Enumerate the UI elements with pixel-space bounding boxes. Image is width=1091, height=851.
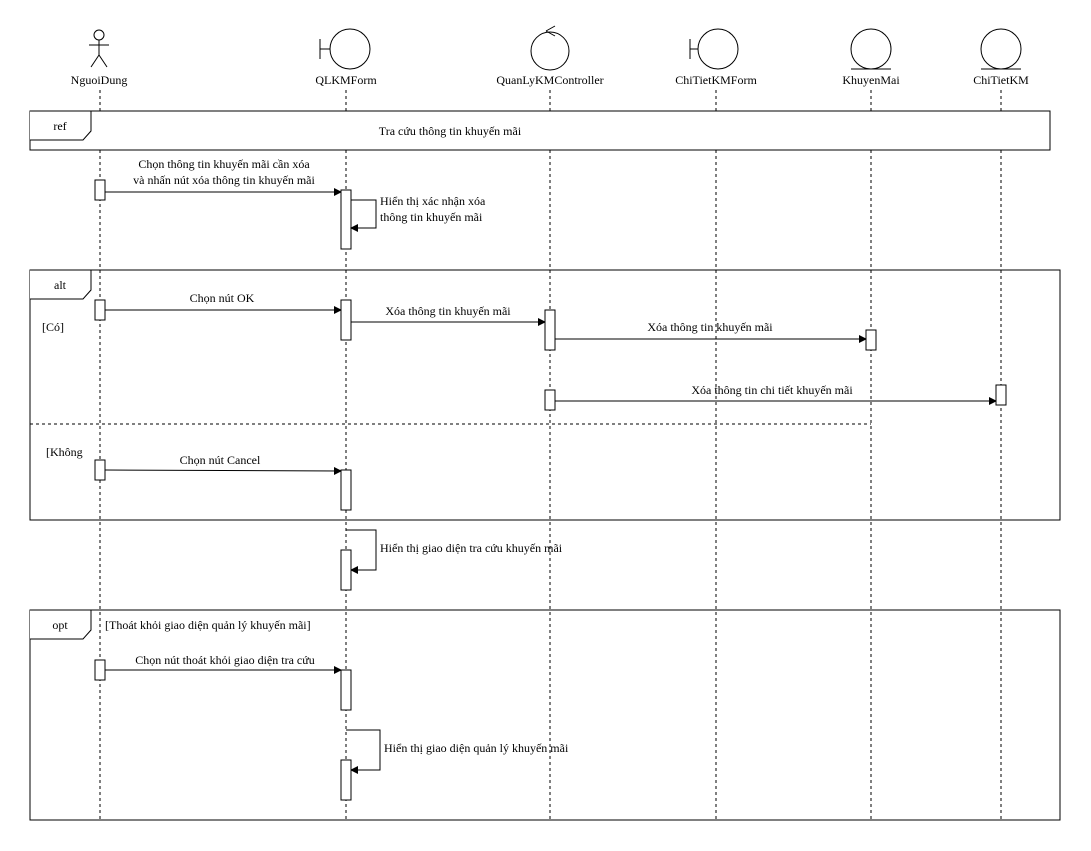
- ref-frame-text: Tra cứu thông tin khuyến mãi: [379, 124, 522, 138]
- participant-label: QuanLyKMController: [496, 73, 603, 87]
- participant-qlkmform: QLKMForm: [315, 28, 377, 87]
- message-label: thông tin khuyến mãi: [380, 210, 483, 224]
- opt-frame: opt [Thoát khỏi giao diện quản lý khuyến…: [29, 609, 1061, 821]
- message-label: Xóa thông tin khuyến mãi: [385, 304, 511, 318]
- message-label: Hiển thị xác nhận xóa: [380, 194, 486, 208]
- participant-label: KhuyenMai: [842, 73, 900, 87]
- boundary-icon: [319, 28, 371, 70]
- alt-guard-yes: [Có]: [42, 320, 64, 334]
- message-label: Hiển thị giao diện quản lý khuyến mãi: [384, 741, 569, 755]
- entity-icon: [980, 28, 1022, 70]
- activation-bar: [94, 659, 106, 681]
- alt-frame: alt [Có] [Không: [29, 269, 1061, 521]
- participant-nguoidung: NguoiDung: [71, 29, 128, 87]
- activation-bar: [544, 309, 556, 351]
- participant-chitietkmform: ChiTietKMForm: [675, 28, 757, 87]
- self-message-arrow: [350, 199, 377, 232]
- participant-khuyenmai: KhuyenMai: [842, 28, 900, 87]
- self-message-arrow: [346, 729, 381, 774]
- message-label: Xóa thông tin khuyến mãi: [647, 320, 773, 334]
- message-label: Hiển thị giao diện tra cứu khuyến mãi: [380, 541, 563, 555]
- participant-chitietkm: ChiTietKM: [973, 28, 1029, 87]
- activation-bar: [94, 179, 106, 201]
- activation-bar: [340, 469, 352, 511]
- entity-icon: [850, 28, 892, 70]
- ref-frame: ref Tra cứu thông tin khuyến mãi: [29, 110, 1051, 151]
- alt-frame-tag: alt: [54, 278, 67, 292]
- message-label: và nhấn nút xóa thông tin khuyến mãi: [133, 173, 315, 187]
- activation-bar: [340, 549, 352, 591]
- message-label: Chọn nút thoát khỏi giao diện tra cứu: [135, 653, 314, 667]
- boundary-icon: [689, 28, 739, 70]
- actor-icon: [89, 29, 109, 68]
- message-label: Chọn nút OK: [190, 291, 255, 305]
- activation-bar: [340, 299, 352, 341]
- activation-bar: [995, 384, 1007, 406]
- message-label: Chọn nút Cancel: [180, 453, 261, 467]
- message-arrow: [104, 466, 342, 475]
- opt-guard: [Thoát khỏi giao diện quản lý khuyến mãi…: [105, 618, 311, 632]
- activation-bar: [544, 389, 556, 411]
- participant-label: NguoiDung: [71, 73, 128, 87]
- message-label: Chọn thông tin khuyến mãi cần xóa: [138, 157, 310, 171]
- activation-bar: [94, 459, 106, 481]
- participant-label: QLKMForm: [315, 73, 377, 87]
- activation-bar: [865, 329, 877, 351]
- activation-bar: [340, 189, 352, 250]
- ref-frame-tag: ref: [53, 119, 66, 133]
- participant-label: ChiTietKM: [973, 73, 1029, 87]
- participant-label: ChiTietKMForm: [675, 73, 757, 87]
- message-label: Xóa thông tin chi tiết khuyến mãi: [691, 383, 853, 397]
- activation-bar: [340, 759, 352, 801]
- self-message-arrow: [346, 529, 377, 574]
- opt-frame-tag: opt: [52, 618, 68, 632]
- activation-bar: [94, 299, 106, 321]
- participant-controller: QuanLyKMController: [496, 25, 604, 87]
- activation-bar: [340, 669, 352, 711]
- control-icon: [530, 25, 570, 71]
- alt-guard-no: [Không: [46, 445, 83, 459]
